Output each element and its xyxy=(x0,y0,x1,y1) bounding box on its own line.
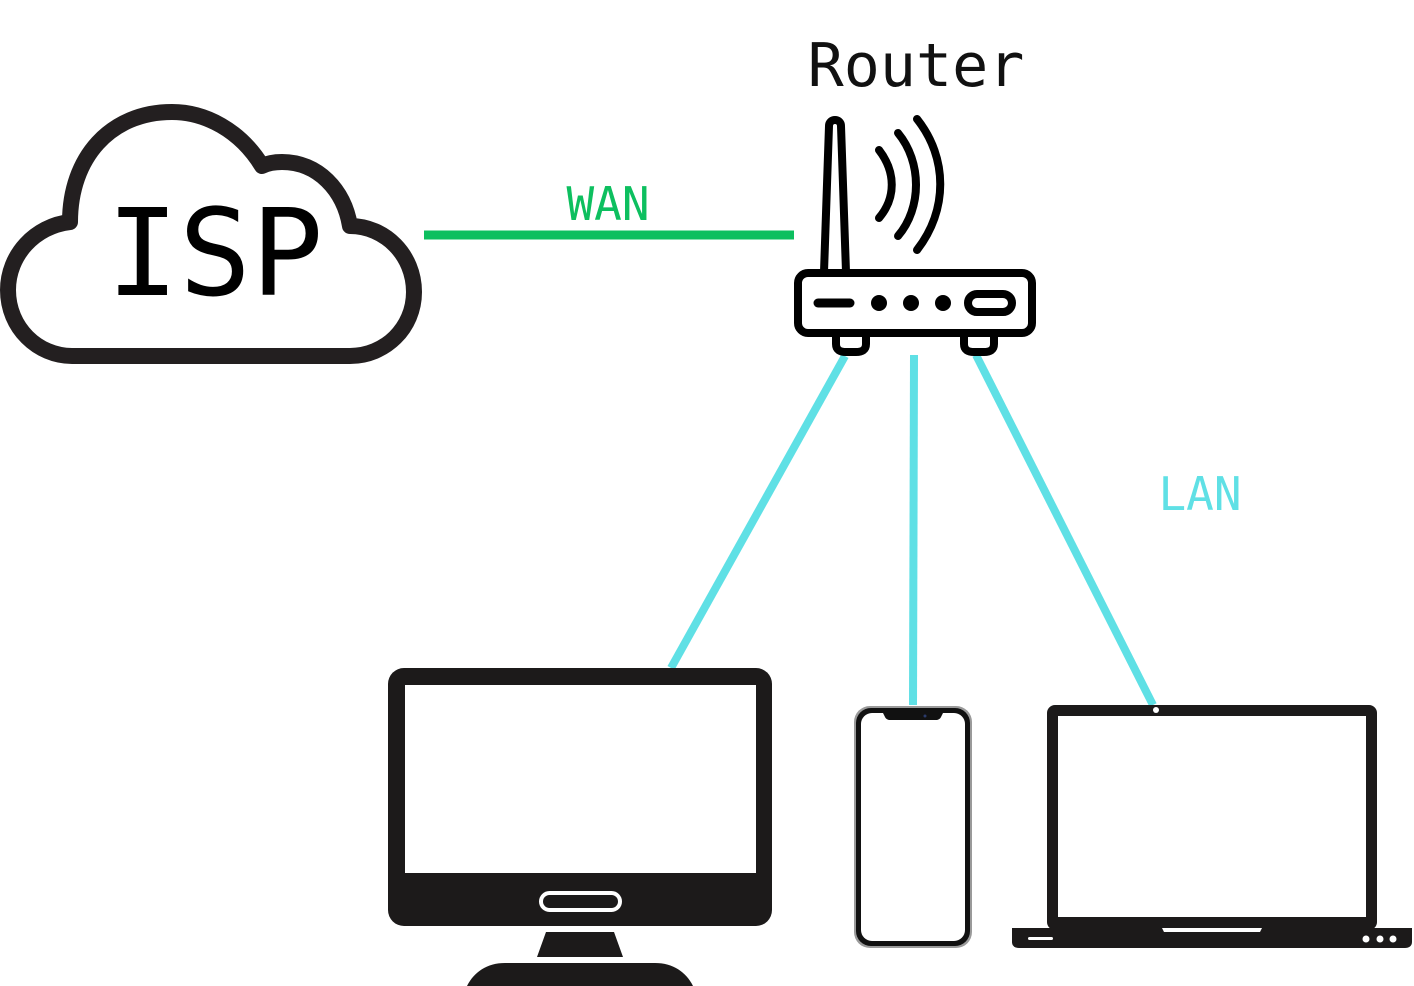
monitor-stand xyxy=(537,932,623,957)
isp-node: ISP xyxy=(0,104,422,364)
phone-camera xyxy=(923,714,927,718)
desktop-monitor-icon xyxy=(388,668,772,986)
laptop-indicator-dot-2 xyxy=(1376,935,1384,943)
router-led-1 xyxy=(871,295,887,311)
laptop-indicator-dot-3 xyxy=(1389,935,1397,943)
antenna-icon xyxy=(820,116,850,276)
router-body xyxy=(794,269,1036,337)
laptop-indicator-dot-1 xyxy=(1362,935,1370,943)
router-label: Router xyxy=(808,31,1025,101)
laptop-screen xyxy=(1058,716,1366,917)
router-led-2 xyxy=(903,295,919,311)
laptop-webcam xyxy=(1153,707,1159,713)
lan-link-laptop xyxy=(972,353,1157,707)
wifi-router-icon xyxy=(794,115,1036,356)
monitor-screen xyxy=(405,685,756,873)
desktop-node xyxy=(388,668,772,986)
phone-notch xyxy=(883,713,943,720)
monitor-base xyxy=(467,963,693,986)
wifi-wave-medium xyxy=(894,129,920,240)
wifi-wave-large xyxy=(913,115,945,254)
router-foot-right xyxy=(960,331,998,356)
lan-link-phone xyxy=(909,354,918,706)
lan-label: LAN xyxy=(1158,467,1241,521)
wan-label: WAN xyxy=(566,177,649,231)
cloud-icon xyxy=(0,104,422,364)
phone-node xyxy=(854,706,972,948)
router-led-3 xyxy=(935,295,951,311)
laptop-icon xyxy=(1012,705,1412,948)
wifi-wave-small xyxy=(875,146,896,222)
phone-screen xyxy=(861,713,965,941)
router-port xyxy=(964,290,1016,316)
laptop-base xyxy=(1012,928,1412,948)
isp-label: ISP xyxy=(107,185,324,324)
lan-links xyxy=(667,353,1157,707)
lan-link-desktop xyxy=(667,354,849,670)
router-foot-left xyxy=(832,331,870,356)
monitor-logo xyxy=(539,891,622,912)
smartphone-icon xyxy=(854,706,972,948)
laptop-trackpad-notch xyxy=(1162,928,1262,932)
laptop-node xyxy=(1012,705,1412,948)
router-node: Router xyxy=(794,31,1036,356)
laptop-indicator-bar xyxy=(1028,937,1053,940)
